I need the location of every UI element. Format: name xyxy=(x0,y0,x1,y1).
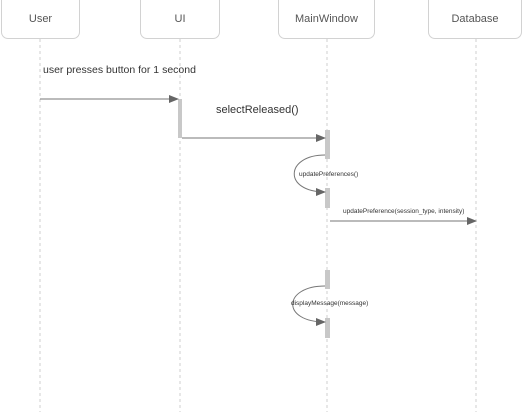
message-label-m1: user presses button for 1 second xyxy=(43,64,196,76)
message-label-m4: updatePreference(session_type, intensity… xyxy=(343,208,465,215)
activation-mainwindow-4 xyxy=(325,318,330,338)
participant-database: Database xyxy=(428,0,522,39)
participant-label: User xyxy=(28,13,53,25)
message-arrow-m3 xyxy=(293,154,326,196)
activation-ui xyxy=(178,99,182,138)
message-label-m3: updatePreferences() xyxy=(299,171,359,178)
activation-mainwindow-1 xyxy=(325,130,330,159)
message-label-m5: displayMessage(message) xyxy=(291,300,369,307)
message-arrow-m5 xyxy=(292,285,326,326)
message-label-m2: selectReleased() xyxy=(216,104,299,116)
participant-label: MainWindow xyxy=(295,13,358,25)
participant-label: UI xyxy=(174,13,186,25)
participant-mainwindow: MainWindow xyxy=(278,0,375,39)
activation-mainwindow-2 xyxy=(325,188,330,208)
participant-ui: UI xyxy=(140,0,220,39)
activation-mainwindow-3 xyxy=(325,270,330,289)
participant-label: Database xyxy=(451,13,499,25)
participant-user: User xyxy=(1,0,80,39)
